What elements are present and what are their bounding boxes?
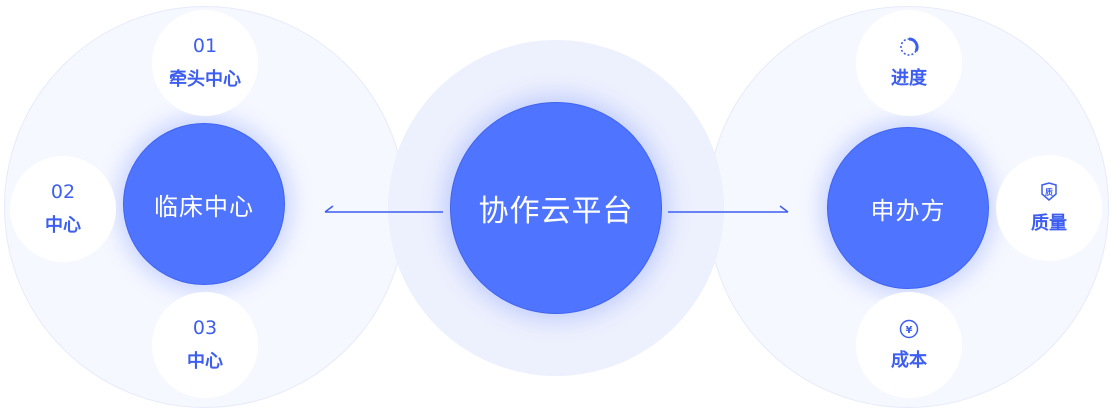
satellite-label: 中心 (45, 215, 81, 236)
arrow-left (324, 205, 443, 213)
sponsor-hub: 申办方 (827, 127, 989, 289)
satellite-label: 牵头中心 (169, 69, 241, 90)
quality-icon-glyph: 质 (1045, 187, 1053, 197)
satellite-center-03: 03 中心 (152, 292, 258, 398)
satellite-lead-center: 01 牵头中心 (152, 10, 258, 116)
satellite-cost: ¥ 成本 (856, 292, 962, 398)
clinical-center-hub: 临床中心 (123, 123, 285, 285)
satellite-number: 03 (192, 317, 218, 339)
yuan-coin-icon: ¥ (899, 319, 919, 339)
satellite-center-02: 02 中心 (10, 156, 116, 262)
quality-shield-icon: 质 (1041, 182, 1057, 201)
hub-label: 申办方 (870, 196, 946, 225)
satellite-label: 质量 (1031, 213, 1067, 234)
core-label: 协作云平台 (478, 194, 634, 229)
arrow-right (668, 205, 789, 213)
satellite-label: 成本 (891, 350, 927, 371)
satellite-number: 01 (192, 35, 218, 57)
satellite-label: 中心 (187, 351, 223, 372)
satellite-progress: 进度 (856, 10, 962, 116)
hub-label: 临床中心 (154, 192, 254, 221)
satellite-number: 02 (50, 181, 76, 203)
core-platform-node: 协作云平台 (450, 102, 662, 314)
progress-icon (900, 37, 919, 56)
yuan-icon-glyph: ¥ (906, 325, 913, 336)
satellite-quality: 质 质量 (996, 155, 1102, 261)
satellite-label: 进度 (891, 68, 927, 89)
